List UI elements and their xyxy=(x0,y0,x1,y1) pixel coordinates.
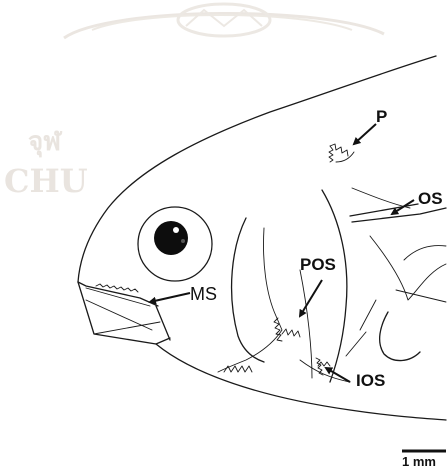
posttemporal-spines xyxy=(329,144,354,162)
eye xyxy=(138,207,212,281)
svg-text:P: P xyxy=(376,107,387,126)
label-ios: IOS xyxy=(326,368,385,390)
label-pos: POS xyxy=(300,255,336,316)
scale-bar: 1 mm xyxy=(402,451,446,468)
watermark-text-latin: CHU xyxy=(4,162,88,200)
pectoral-fin-region xyxy=(346,188,446,361)
watermark-seal: จุฬ CHU xyxy=(4,4,384,200)
label-p: P xyxy=(354,107,387,144)
watermark-text-thai: จุฬ xyxy=(28,127,62,158)
svg-text:MS: MS xyxy=(190,284,217,304)
svg-text:IOS: IOS xyxy=(356,371,385,390)
svg-text:OS: OS xyxy=(418,189,443,208)
opercular-margins xyxy=(218,190,350,382)
fish-outline xyxy=(78,56,446,420)
svg-text:POS: POS xyxy=(300,255,336,274)
svg-text:1 mm: 1 mm xyxy=(402,454,436,468)
label-ms: MS xyxy=(150,284,217,304)
interopercle-spines xyxy=(316,358,323,375)
maxillary-spines xyxy=(96,284,138,292)
